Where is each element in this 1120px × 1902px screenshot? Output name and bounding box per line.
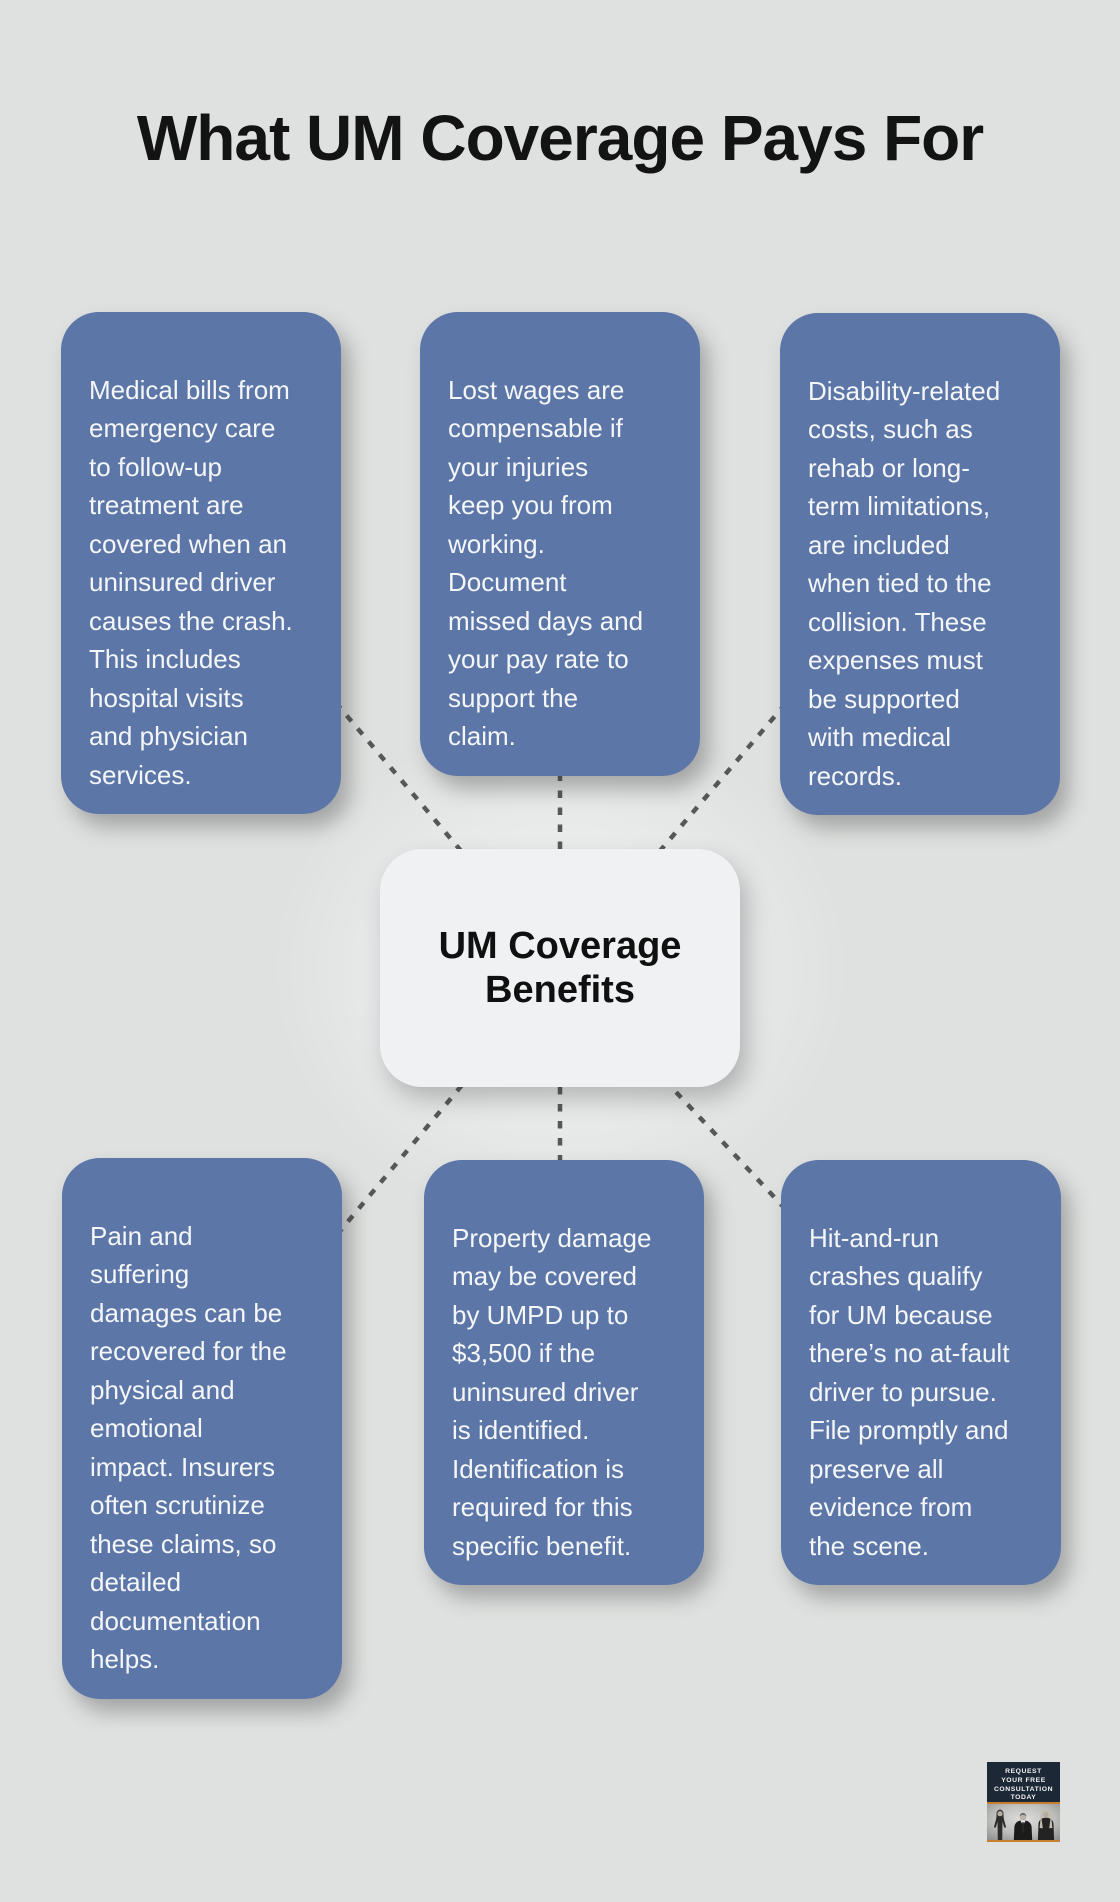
- benefit-card-disability-costs: Disability-related costs, such as rehab …: [780, 313, 1060, 815]
- consultation-badge[interactable]: REQUEST YOUR FREE CONSULTATION TODAY: [987, 1762, 1060, 1842]
- benefit-card-property-damage: Property damage may be covered by UMPD u…: [424, 1160, 704, 1585]
- benefit-card-text: Medical bills from emergency care to fol…: [89, 374, 293, 790]
- left-woman-silhouette: [993, 1815, 1007, 1840]
- man-face: [1019, 1813, 1027, 1820]
- man-tie: [1021, 1821, 1025, 1834]
- benefit-card-text: Disability-related costs, such as rehab …: [808, 375, 1001, 791]
- badge-accent-rule: [987, 1802, 1060, 1804]
- left-woman-face: [997, 1810, 1003, 1816]
- benefit-card-medical-bills: Medical bills from emergency care to fol…: [61, 312, 341, 814]
- benefit-card-lost-wages: Lost wages are compensable if your injur…: [420, 312, 700, 776]
- man-hair: [1019, 1812, 1027, 1816]
- center-node-label: UM Coverage Benefits: [438, 925, 682, 1011]
- law-firm-team-photo: [987, 1803, 1060, 1840]
- consultation-badge-text: REQUEST YOUR FREE CONSULTATION TODAY: [993, 1768, 1054, 1802]
- right-woman-hair-strand: [1039, 1814, 1043, 1828]
- center-node: UM Coverage Benefits: [380, 849, 740, 1087]
- badge-accent-bottom-bar: [987, 1839, 1060, 1842]
- page-title: What UM Coverage Pays For: [136, 102, 984, 174]
- consultation-badge-header: REQUEST YOUR FREE CONSULTATION TODAY: [987, 1762, 1060, 1802]
- benefit-card-text: Hit-and-run crashes qualify for UM becau…: [809, 1222, 1010, 1561]
- benefit-card-text: Property damage may be covered by UMPD u…: [452, 1222, 652, 1561]
- benefit-card-text: Lost wages are compensable if your injur…: [448, 374, 644, 752]
- benefit-card-text: Pain and suffering damages can be recove…: [90, 1220, 287, 1675]
- right-woman-hair-strand: [1049, 1814, 1053, 1828]
- benefit-card-pain-and-suffering: Pain and suffering damages can be recove…: [62, 1158, 342, 1699]
- right-woman-face: [1043, 1811, 1049, 1817]
- benefit-card-hit-and-run: Hit-and-run crashes qualify for UM becau…: [781, 1160, 1061, 1585]
